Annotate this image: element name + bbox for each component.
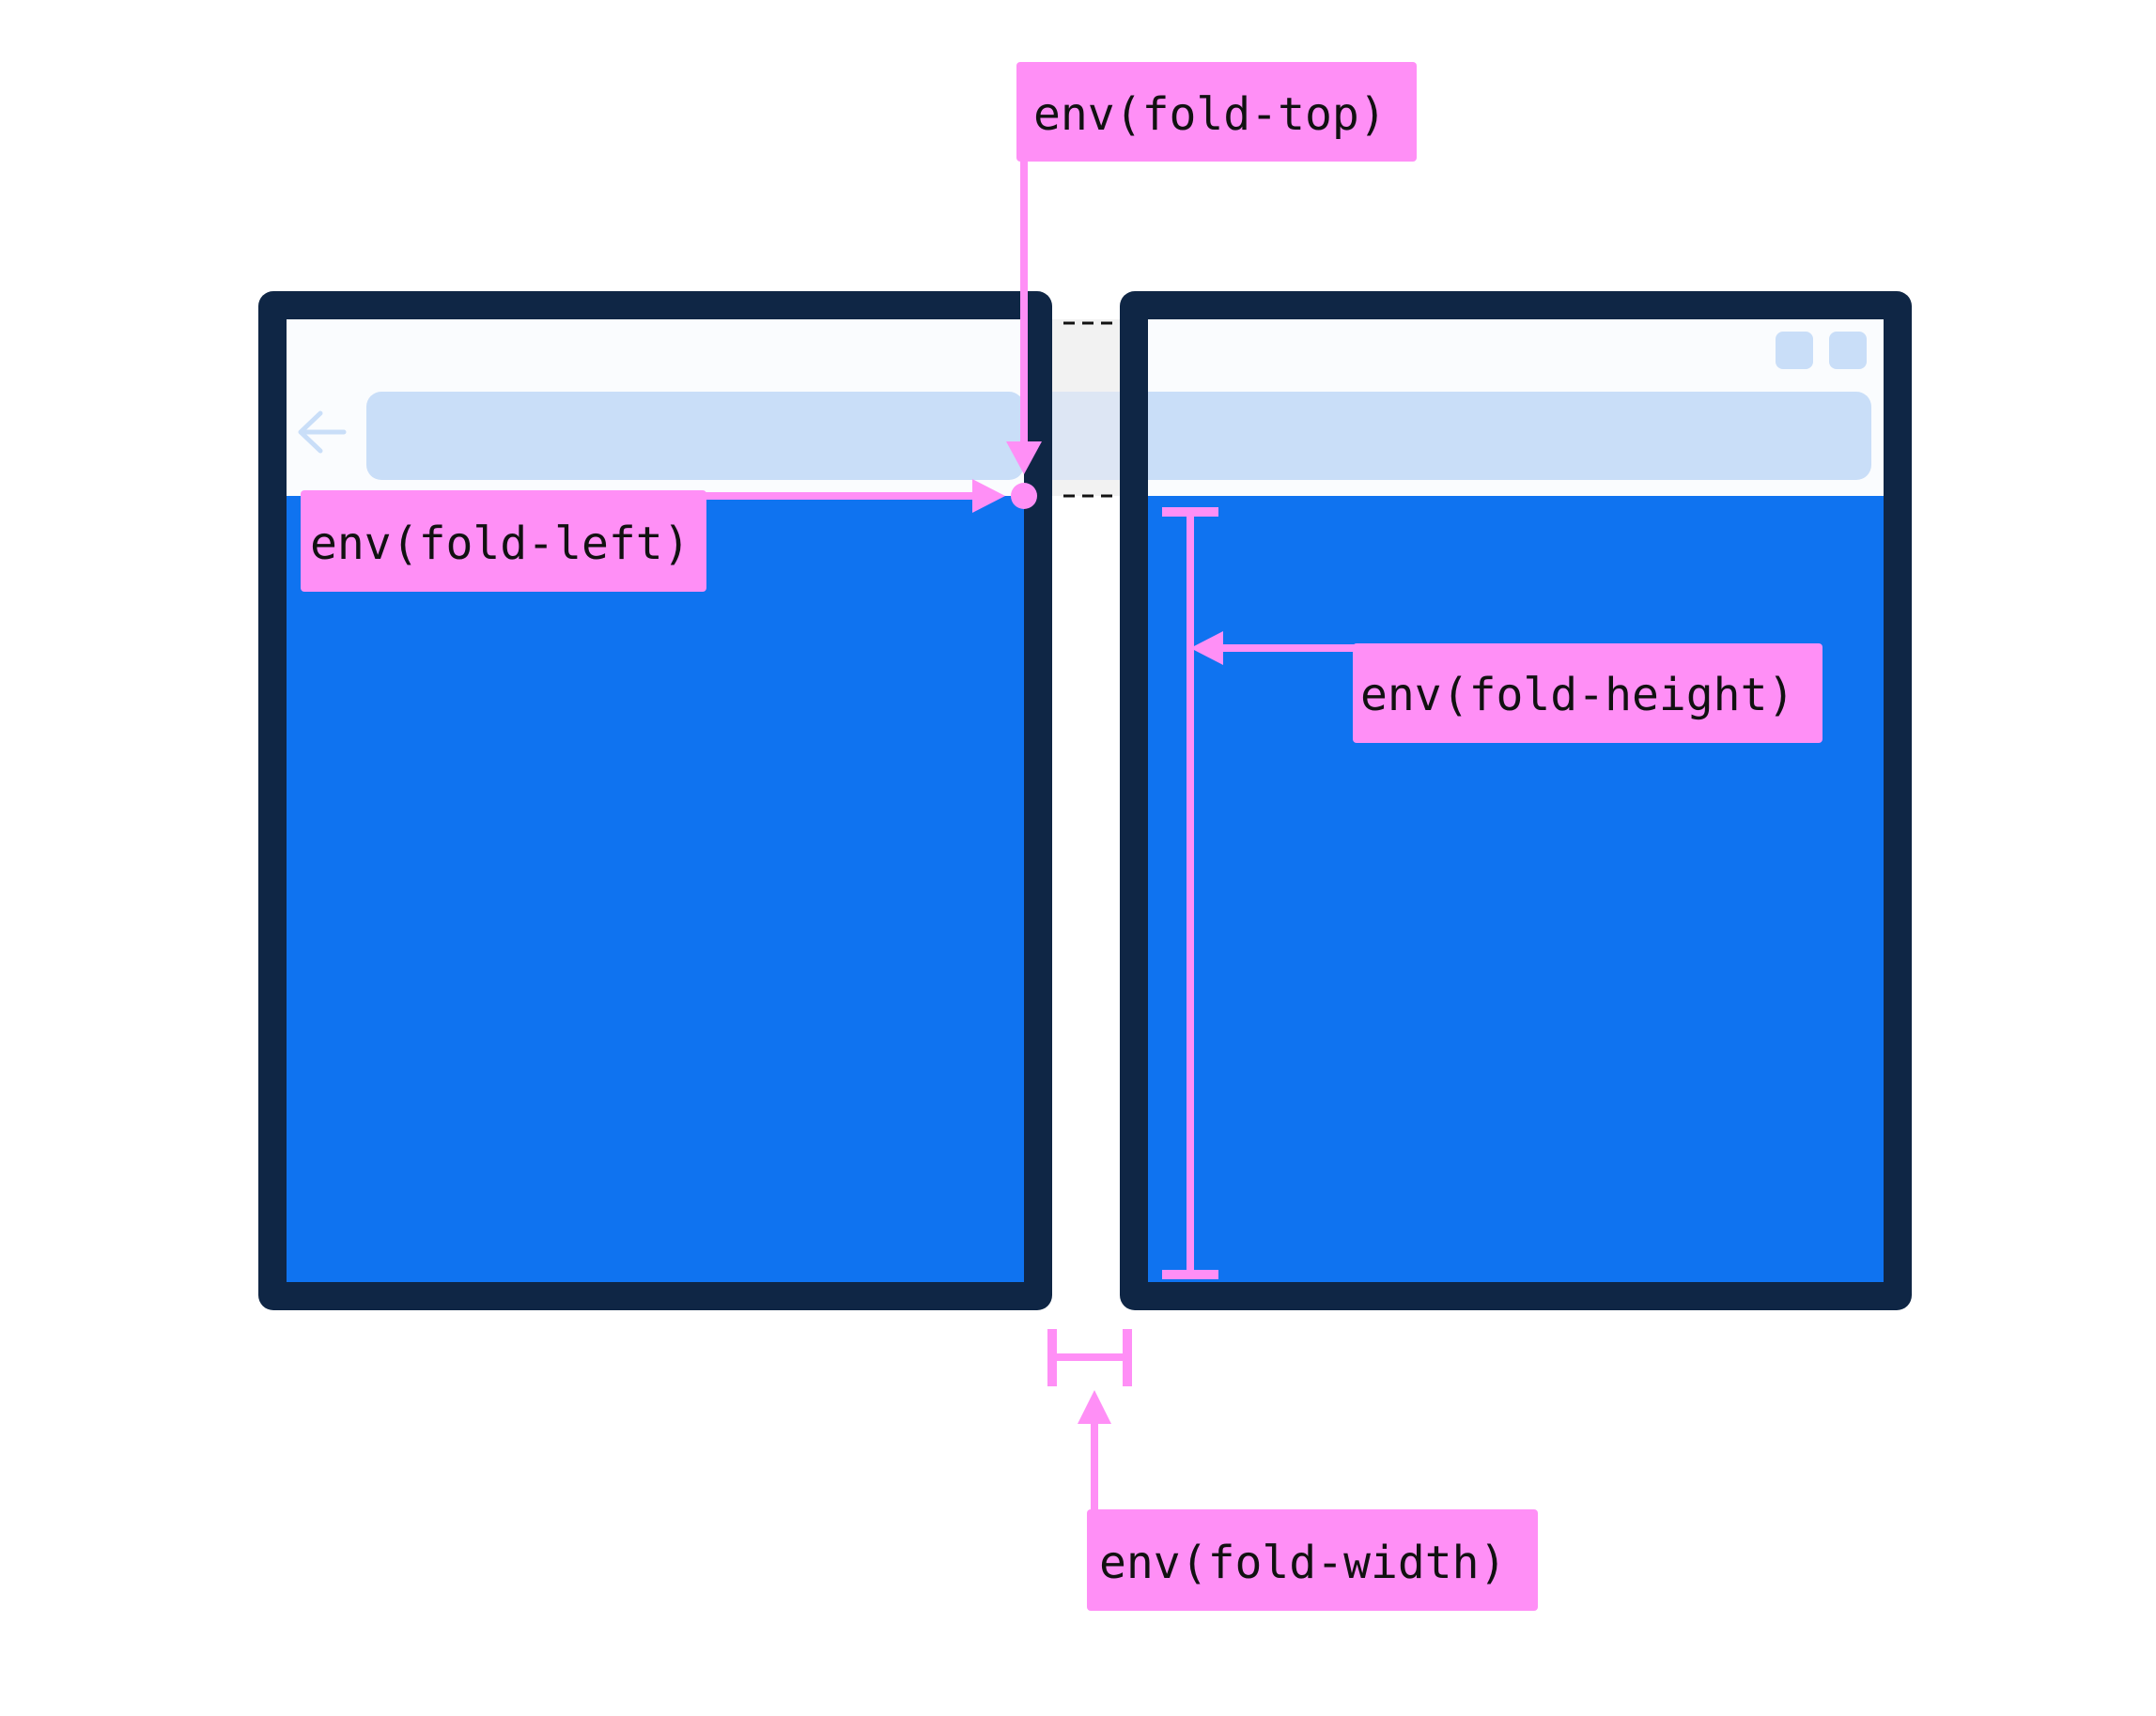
window-control-icon[interactable] bbox=[1829, 332, 1867, 369]
fold-width-annotation: env(fold-width) bbox=[1047, 1329, 1538, 1611]
fold-left-annotation: env(fold-left) bbox=[301, 479, 1037, 592]
window-control-icon[interactable] bbox=[1776, 332, 1813, 369]
address-bar-right[interactable] bbox=[1148, 392, 1871, 480]
right-screen bbox=[1120, 291, 1912, 1310]
fold-top-label-box bbox=[1016, 62, 1417, 162]
fold-top-label: env(fold-top) bbox=[1033, 88, 1387, 141]
back-arrow-icon[interactable] bbox=[298, 410, 347, 454]
fold-origin-marker bbox=[1011, 483, 1037, 509]
fold-top-annotation: env(fold-top) bbox=[1006, 62, 1417, 474]
right-content-area bbox=[1148, 496, 1884, 1282]
fold-width-label-box bbox=[1087, 1509, 1538, 1611]
address-bar-right-squarer bbox=[1148, 392, 1186, 480]
fold-width-label: env(fold-width) bbox=[1099, 1537, 1506, 1589]
fold-left-label-box bbox=[301, 490, 706, 592]
fold-height-label-box bbox=[1353, 643, 1823, 743]
left-content-area bbox=[287, 496, 1024, 1282]
fold-left-label: env(fold-left) bbox=[310, 518, 690, 570]
fold-height-label: env(fold-height) bbox=[1360, 669, 1794, 721]
fold-height-annotation: env(fold-height) bbox=[1162, 507, 1823, 1279]
address-bar-fold bbox=[1052, 392, 1120, 480]
address-bar-left[interactable] bbox=[366, 392, 1024, 480]
